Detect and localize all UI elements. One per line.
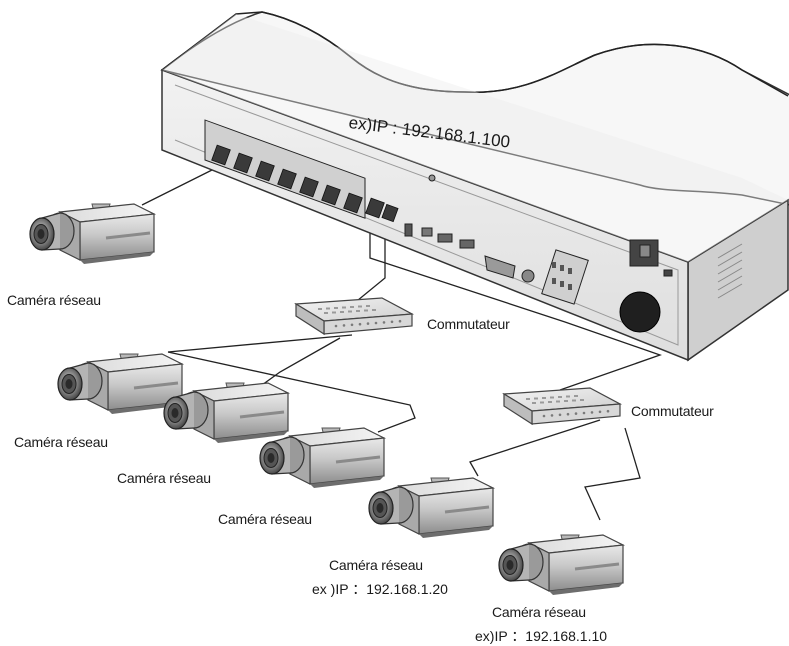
cable-nvr-camera-1 xyxy=(141,169,213,206)
camera-1-label: Caméra réseau xyxy=(7,292,101,308)
camera-4 xyxy=(258,426,386,490)
cable-switch1-camera-3 xyxy=(261,337,341,386)
nvr-connectors xyxy=(404,174,673,333)
nvr-ethernet-ports xyxy=(211,144,399,223)
camera-1 xyxy=(28,202,156,266)
cable-switch1-camera-4 xyxy=(167,351,416,433)
camera-5 xyxy=(367,476,495,540)
cable-nvr-switch-2 xyxy=(369,222,662,391)
switch-1-label: Commutateur xyxy=(427,316,510,332)
switch-2-label: Commutateur xyxy=(631,403,714,419)
nvr-vga-connector xyxy=(484,255,516,279)
camera-6-label: Caméra réseau xyxy=(492,604,586,620)
camera-3 xyxy=(162,381,290,445)
switch-2 xyxy=(503,387,621,425)
camera-6-ip: ex)IP ：192.168.1.10 xyxy=(475,628,608,644)
camera-5-ip: ex )IP ：192.168.1.20 xyxy=(312,581,448,597)
nvr-fan xyxy=(619,291,661,333)
cable-switch1-camera-2 xyxy=(167,334,353,353)
nvr-recorder xyxy=(160,11,789,362)
camera-6 xyxy=(497,533,625,597)
camera-5-label: Caméra réseau xyxy=(329,557,423,573)
camera-2-label: Caméra réseau xyxy=(14,434,108,450)
cable-switch2-camera-5 xyxy=(469,419,601,477)
camera-4-label: Caméra réseau xyxy=(218,511,312,527)
camera-3-label: Caméra réseau xyxy=(117,470,211,486)
cable-switch2-camera-6 xyxy=(584,427,641,521)
camera-2 xyxy=(56,352,184,416)
switch-1 xyxy=(295,297,413,335)
